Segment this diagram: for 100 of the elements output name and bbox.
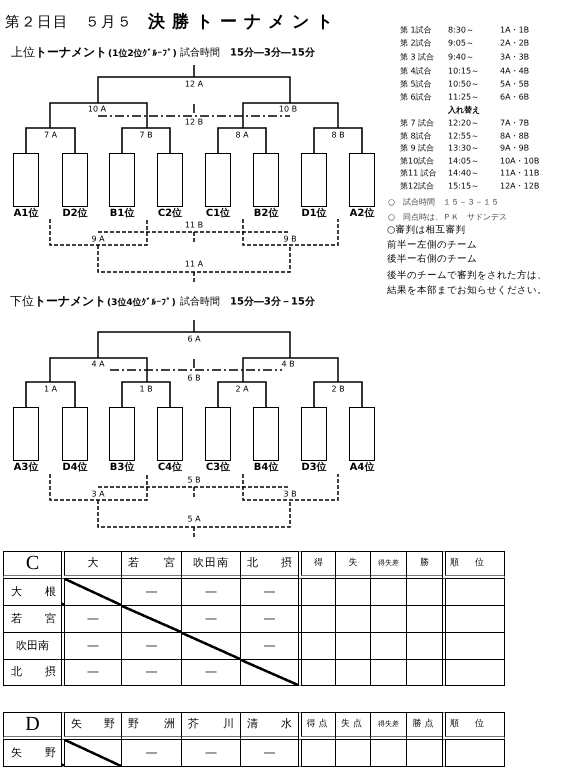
match-number: 第 9 試合: [400, 143, 434, 153]
match-pairing: 4A・4B: [500, 66, 530, 76]
match-label: 12 B: [184, 117, 204, 127]
match-pairing: 9A・9B: [500, 143, 530, 153]
column-header: 矢野: [61, 712, 122, 740]
bracket-line: [313, 127, 363, 153]
column-header: 勝点: [406, 712, 443, 740]
match-number: 第12試合: [400, 181, 434, 191]
column-header: 得: [298, 551, 336, 579]
column-header: 得点: [298, 712, 336, 740]
match-label: 11 B: [184, 220, 204, 230]
match-number: 第 8試合: [400, 131, 432, 141]
match-label: 9 A: [90, 234, 106, 244]
bracket-line: [121, 127, 171, 153]
bracket-line: [217, 381, 267, 407]
match-pairing: 6A・6B: [500, 92, 530, 102]
rule-note: ○ 同点時は、ＰＫ サドンデス: [388, 212, 507, 222]
group-label: C: [3, 551, 62, 579]
match-label: 11 A: [184, 259, 204, 269]
seed-label: C2位: [156, 208, 184, 220]
seed-label: D4位: [61, 462, 89, 474]
match-number: 第 4試合: [400, 66, 432, 76]
result-cell: ―: [61, 659, 122, 686]
result-cell: ―: [121, 739, 182, 767]
start-time: 8:30～: [448, 25, 474, 35]
match-label: 6 B: [186, 373, 202, 383]
seed-label: C1位: [204, 208, 232, 220]
row-header: 矢野: [3, 739, 62, 767]
seed-label: A1位: [12, 208, 40, 220]
group-note: (3位4位ｸﾞﾙｰﾌﾟ): [107, 298, 176, 308]
bracket-line: [217, 127, 267, 153]
edge-label: 2 B: [330, 384, 346, 394]
match-time-note: 試合時間 15分―3分―15分: [180, 47, 315, 59]
match-label: 6 A: [186, 334, 202, 344]
match-label: 12 A: [184, 79, 204, 89]
row-header: 大根: [3, 578, 62, 606]
rule-note: ○審判は相互審判: [387, 226, 466, 236]
rule-note: 前半ー左側のチーム: [387, 240, 477, 252]
start-time: 9:40～: [448, 52, 474, 62]
column-header: 若宮: [121, 551, 182, 579]
match-number: 第 6試合: [400, 92, 432, 102]
edge-label: 7 B: [138, 130, 154, 140]
start-time: 13:30～: [448, 143, 480, 153]
match-label: 10 B: [278, 104, 298, 114]
result-cell: ―: [240, 739, 299, 767]
seed-label: A2位: [348, 208, 376, 220]
match-number: 第 1試合: [400, 25, 432, 35]
seed-label: C4位: [156, 462, 184, 474]
match-label: 3 A: [90, 489, 106, 499]
match-number: 第 3 試合: [400, 52, 434, 62]
seed-label: B4位: [252, 462, 280, 474]
seed-label: B1位: [108, 208, 136, 220]
swap-note: 入れ替え: [448, 105, 480, 115]
rule-note: 後半のチームで審判をされた方は、結果を本部までお知らせください。: [387, 269, 548, 298]
edge-label: 1 B: [138, 384, 154, 394]
start-time: 10:50～: [448, 79, 480, 89]
match-number: 第 7 試合: [400, 118, 434, 128]
bracket-line: [25, 381, 76, 407]
group-note: (1位2位ｸﾞﾙｰﾌﾟ): [108, 48, 177, 60]
seed-label: A4位: [348, 462, 376, 474]
seed-label: B2位: [252, 208, 280, 220]
match-time-note: 試合時間 15分―3分－15分: [180, 296, 315, 308]
start-time: 11:25～: [448, 92, 480, 102]
match-pairing: 3A・3B: [500, 52, 530, 62]
start-time: 14:40～: [448, 168, 480, 178]
date-heading: 第２日目 ５月５: [5, 14, 133, 32]
edge-label: 2 A: [234, 384, 250, 394]
match-pairing: 12A・12B: [500, 181, 540, 191]
seed-label: D1位: [300, 208, 328, 220]
match-number: 第 2試合: [400, 38, 432, 48]
column-header: 順位: [442, 551, 505, 579]
bracket-line: [121, 381, 171, 407]
match-label: 3 B: [282, 489, 298, 499]
match-pairing: 1A・1B: [500, 25, 530, 35]
edge-label: 8 B: [330, 130, 346, 140]
page-title: 決勝トーナメント: [148, 13, 340, 33]
column-header: 野洲: [121, 712, 182, 740]
match-label: 5 B: [186, 475, 202, 485]
bracket-line: [313, 381, 363, 407]
group-label: D: [3, 712, 62, 740]
edge-label: 1 A: [42, 384, 58, 394]
match-label: 9 B: [282, 234, 298, 244]
match-label: 4 B: [280, 359, 296, 369]
start-time: 12:20～: [448, 118, 480, 128]
section-heading: 下位トーナメント: [10, 295, 106, 309]
edge-label: 8 A: [234, 130, 250, 140]
match-pairing: 7A・7B: [500, 118, 530, 128]
match-number: 第10試合: [400, 156, 434, 166]
column-header: 芥川: [181, 712, 241, 740]
start-time: 12:55～: [448, 131, 480, 141]
match-label: 10 A: [86, 104, 108, 114]
column-header: 勝: [406, 551, 443, 579]
rule-note: ○ 試合時間 １５－３－１５: [388, 197, 499, 207]
column-header: 大: [61, 551, 122, 579]
edge-label: 7 A: [42, 130, 58, 140]
match-pairing: 11A・11B: [500, 168, 540, 178]
seed-label: D3位: [300, 462, 328, 474]
match-pairing: 8A・8B: [500, 131, 530, 141]
start-time: 9:05～: [448, 38, 474, 48]
column-header: 北摂: [240, 551, 299, 579]
